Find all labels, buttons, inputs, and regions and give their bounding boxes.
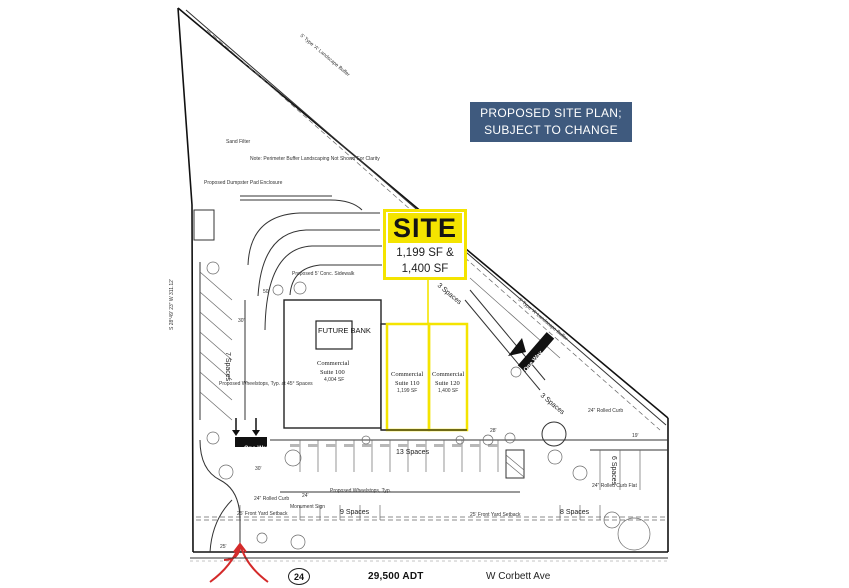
buildings bbox=[283, 280, 469, 432]
banner-line-1: PROPOSED SITE PLAN; bbox=[480, 106, 622, 120]
svg-text:Proposed Wheelstops, Typ. at 4: Proposed Wheelstops, Typ. at 45° Spaces bbox=[219, 381, 313, 387]
svg-text:Note: Perimeter Buffer Landsca: Note: Perimeter Buffer Landscaping Not S… bbox=[250, 156, 380, 162]
svg-text:50': 50' bbox=[263, 289, 270, 295]
svg-text:9 Spaces: 9 Spaces bbox=[340, 509, 370, 516]
svg-text:30': 30' bbox=[238, 318, 245, 324]
proposed-site-plan-banner: PROPOSED SITE PLAN; SUBJECT TO CHANGE bbox=[470, 102, 632, 142]
svg-text:25' Front Yard Setback: 25' Front Yard Setback bbox=[470, 512, 521, 518]
parking-left bbox=[193, 209, 246, 445]
svg-text:One Way: One Way bbox=[244, 446, 270, 452]
svg-text:4,004 SF: 4,004 SF bbox=[324, 377, 344, 383]
svg-text:7 Spaces: 7 Spaces bbox=[224, 352, 231, 382]
parking-right bbox=[505, 421, 668, 551]
svg-text:19': 19' bbox=[632, 433, 639, 439]
svg-text:3 Spaces: 3 Spaces bbox=[539, 392, 566, 416]
svg-text:Suite 120: Suite 120 bbox=[435, 380, 460, 387]
svg-text:Proposed Wheelstops, Typ.: Proposed Wheelstops, Typ. bbox=[330, 488, 391, 494]
svg-text:8 Spaces: 8 Spaces bbox=[560, 509, 590, 516]
route-shield: 24 bbox=[288, 568, 310, 585]
road-edge bbox=[190, 557, 668, 562]
svg-text:24" Rolled Curb: 24" Rolled Curb bbox=[254, 496, 289, 502]
svg-text:6 Spaces: 6 Spaces bbox=[610, 456, 617, 486]
one-way-markers bbox=[232, 332, 555, 447]
svg-text:24" Rolled Curb Flat: 24" Rolled Curb Flat bbox=[592, 483, 637, 489]
svg-text:Commercial: Commercial bbox=[432, 371, 464, 378]
svg-text:30': 30' bbox=[255, 466, 262, 472]
svg-text:28': 28' bbox=[490, 428, 497, 434]
site-title: SITE bbox=[388, 213, 462, 243]
svg-text:24': 24' bbox=[302, 493, 309, 499]
svg-text:Suite 110: Suite 110 bbox=[395, 380, 420, 387]
svg-text:Monument Sign: Monument Sign bbox=[290, 504, 325, 510]
svg-text:Suite 100: Suite 100 bbox=[320, 369, 345, 376]
svg-text:Commercial: Commercial bbox=[317, 360, 349, 367]
svg-text:Proposed Dumpster Pad Enclosur: Proposed Dumpster Pad Enclosure bbox=[204, 180, 283, 186]
banner-line-2: SUBJECT TO CHANGE bbox=[484, 123, 618, 137]
svg-text:FUTURE BANK: FUTURE BANK bbox=[318, 326, 371, 335]
svg-text:Proposed 5' Conc. Sidewalk: Proposed 5' Conc. Sidewalk bbox=[292, 271, 355, 277]
site-area-line-1: 1,199 SF & bbox=[396, 247, 454, 259]
street-name: W Corbett Ave bbox=[486, 571, 551, 582]
site-callout: SITE 1,199 SF & 1,400 SF bbox=[383, 209, 467, 280]
svg-text:5' Type 'A' Landscape Buffer: 5' Type 'A' Landscape Buffer bbox=[299, 33, 351, 78]
property-boundary bbox=[177, 7, 669, 553]
svg-text:5' Type 'A' Landscape Buffer: 5' Type 'A' Landscape Buffer bbox=[517, 297, 569, 342]
svg-text:Sand Filter: Sand Filter bbox=[226, 139, 251, 145]
svg-text:24" Rolled Curb: 24" Rolled Curb bbox=[588, 408, 623, 414]
svg-text:Commercial: Commercial bbox=[391, 371, 423, 378]
landscape-areas bbox=[199, 281, 522, 553]
svg-text:3 Spaces: 3 Spaces bbox=[436, 282, 463, 306]
svg-text:1,400 SF: 1,400 SF bbox=[438, 388, 458, 394]
access-arrows bbox=[209, 542, 269, 583]
svg-text:25' Front Yard Setback: 25' Front Yard Setback bbox=[237, 511, 288, 517]
svg-text:1,199 SF: 1,199 SF bbox=[397, 388, 417, 394]
traffic-count: 29,500 ADT bbox=[368, 571, 424, 582]
setback-lines bbox=[196, 516, 666, 521]
svg-text:25': 25' bbox=[220, 544, 227, 550]
site-area-line-2: 1,400 SF bbox=[401, 263, 449, 275]
svg-text:13 Spaces: 13 Spaces bbox=[396, 449, 430, 456]
svg-text:S 28°49' 23" W 311.12': S 28°49' 23" W 311.12' bbox=[169, 279, 175, 330]
